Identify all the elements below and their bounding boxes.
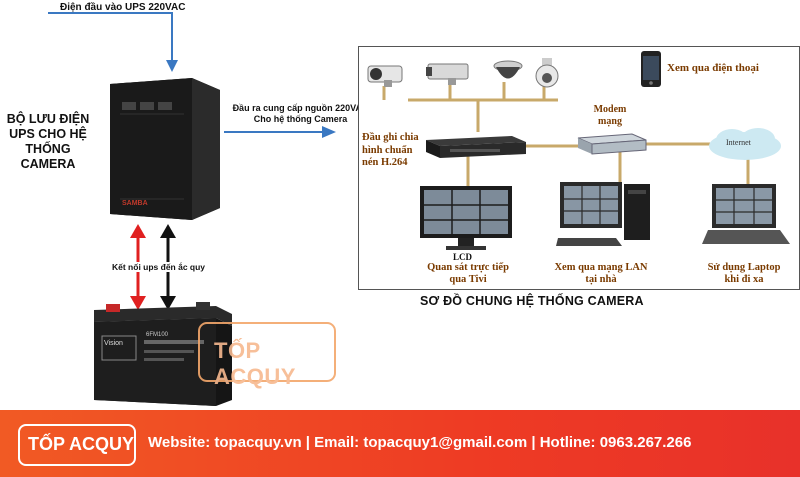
desktop-computer-icon <box>556 182 650 246</box>
input-power-label: Điện đầu vào UPS 220VAC <box>60 2 186 13</box>
internet-cloud-icon <box>709 128 781 160</box>
lan-label: Xem qua mạng LAN tại nhà <box>554 262 648 285</box>
input-arrow <box>48 12 178 72</box>
diagram-caption: SƠ ĐỒ CHUNG HỆ THỐNG CAMERA <box>420 294 644 308</box>
smartphone-icon <box>641 51 661 87</box>
dvr-recorder-icon <box>426 136 526 158</box>
battery-brand-label: Vision <box>104 340 123 347</box>
internet-label: Internet <box>726 138 751 147</box>
battery-image <box>94 302 232 406</box>
lcd-label: Quan sát trực tiếp qua Tivi <box>427 262 509 285</box>
ups-brand-label: SAMBA <box>122 200 148 207</box>
dvr-label: Đầu ghi chia hình chuẩn nén H.264 <box>362 132 419 168</box>
footer-contact: Website: topacquy.vn | Email: topacquy1@… <box>148 434 692 451</box>
output-arrow <box>224 126 336 138</box>
laptop-label: Sử dụng Laptop khi đi xa <box>707 262 781 285</box>
camera-icon <box>367 65 403 87</box>
system-diagram-frame <box>358 46 800 290</box>
laptop-icon <box>702 184 790 244</box>
camera-icon <box>426 63 469 85</box>
lcd-title: LCD <box>453 252 473 262</box>
ups-tower-image <box>110 78 220 220</box>
battery-link-label: Kết nối ups đến ắc quy <box>110 262 208 272</box>
modem-label: Modem mạng <box>593 104 627 127</box>
watermark-logo: TỐP ACQUY <box>198 322 336 389</box>
output-power-label: Đầu ra cung cấp nguồn 220VAC Cho hệ thốn… <box>232 103 369 124</box>
dome-camera-icon <box>493 60 523 79</box>
modem-icon <box>577 133 647 155</box>
phone-label: Xem qua điện thoại <box>667 62 759 74</box>
battery-model-label: 6FM100 <box>146 332 169 338</box>
lcd-tv-icon <box>420 186 512 250</box>
speed-dome-icon <box>535 58 559 88</box>
footer-logo: TỐP ACQUY <box>18 424 136 466</box>
ups-title: BỘ LƯU ĐIỆN UPS CHO HỆ THỐNG CAMERA <box>6 112 90 171</box>
footer-bar: TỐP ACQUY Website: topacquy.vn | Email: … <box>0 410 800 477</box>
